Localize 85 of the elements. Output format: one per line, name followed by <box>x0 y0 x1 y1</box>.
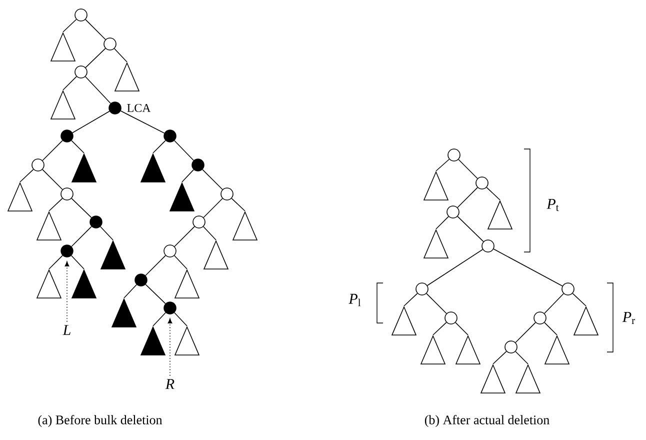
tree-edge <box>48 198 63 212</box>
pointer-label: R <box>165 379 174 389</box>
subfigure-caption: (a) Before bulk deletion <box>38 415 162 427</box>
tree-edge <box>62 76 77 90</box>
tree-node <box>416 282 428 296</box>
tree-edge <box>85 48 106 68</box>
tree-edge <box>85 76 111 104</box>
pointer-arrow <box>64 262 70 322</box>
tree-edge <box>71 140 84 154</box>
tree-node <box>504 340 518 354</box>
bracket-label: P$_{r}$ <box>622 312 635 324</box>
tree-node <box>104 38 116 50</box>
tree-edge <box>455 322 468 336</box>
tree-node <box>74 66 88 78</box>
tree-edge <box>145 255 166 276</box>
tree-edge <box>515 351 528 364</box>
tree-node <box>60 244 74 258</box>
tree-edge <box>457 216 484 242</box>
tree-edge <box>120 110 165 134</box>
tree-edge <box>404 293 418 306</box>
tree-edge <box>182 169 194 182</box>
tree-edge <box>48 255 63 270</box>
subfigure-caption: (b) After actual deletion <box>424 415 550 427</box>
tree-edge <box>436 216 449 230</box>
tree-node <box>60 130 74 142</box>
tree-edge <box>71 255 84 270</box>
tree-edge <box>71 226 92 247</box>
tree-edge <box>544 293 564 314</box>
tree-node <box>192 158 204 172</box>
tree-node <box>164 244 176 258</box>
tree-edge <box>231 198 246 212</box>
tree-edge <box>436 158 450 172</box>
tree-node <box>164 302 176 314</box>
tree-edge <box>174 226 195 247</box>
tree-node <box>60 188 74 200</box>
tree-edge <box>71 198 92 218</box>
bracket-label: P$_{l}$ <box>348 294 361 306</box>
tree-node <box>482 240 494 252</box>
tree-edge <box>62 19 77 32</box>
tree-edge <box>572 293 586 306</box>
tree-edge <box>145 284 166 304</box>
tree-edge <box>124 284 138 298</box>
tree-edge <box>42 140 63 161</box>
tree-edge <box>72 110 110 134</box>
tree-node <box>444 312 458 324</box>
tree-edge <box>458 159 478 179</box>
tree-edge <box>174 255 188 270</box>
tree-edge <box>515 322 536 343</box>
tree-edge <box>152 140 166 154</box>
pointer-label: L <box>62 325 70 335</box>
tree-edge <box>202 169 223 190</box>
tree-edge <box>174 140 194 161</box>
tree-edge <box>85 19 106 40</box>
tree-edge <box>544 322 558 336</box>
tree-node <box>74 8 88 22</box>
bracket-label: P$_{t}$ <box>546 198 559 212</box>
tree-node <box>32 158 44 172</box>
tree-node <box>534 312 546 324</box>
tree-edge <box>432 322 447 336</box>
tree-node <box>220 188 234 200</box>
tree-edge <box>203 226 216 240</box>
tree-edge <box>492 351 507 364</box>
tree-edge <box>100 226 114 240</box>
tree-node <box>446 206 460 218</box>
tree-node <box>476 176 488 190</box>
tree-edge <box>486 187 500 200</box>
tree-node <box>448 148 460 162</box>
tree-node <box>192 216 206 228</box>
tree-edge <box>174 312 188 326</box>
tree-edge <box>493 248 563 286</box>
pointer-arrow <box>168 318 172 376</box>
tree-edge <box>20 169 34 182</box>
tree-edge <box>203 198 223 218</box>
tree-edge <box>152 312 166 326</box>
tree-node <box>90 216 102 228</box>
node-label: LCA <box>127 104 151 112</box>
tree-node <box>108 102 122 114</box>
tree-node <box>562 282 574 296</box>
tree-edge <box>114 48 128 62</box>
tree-edge <box>457 187 478 208</box>
tree-edge <box>42 169 63 190</box>
tree-edge <box>426 293 447 314</box>
tree-node <box>134 274 148 286</box>
tree-edge <box>426 249 484 286</box>
tree-node <box>164 130 176 142</box>
